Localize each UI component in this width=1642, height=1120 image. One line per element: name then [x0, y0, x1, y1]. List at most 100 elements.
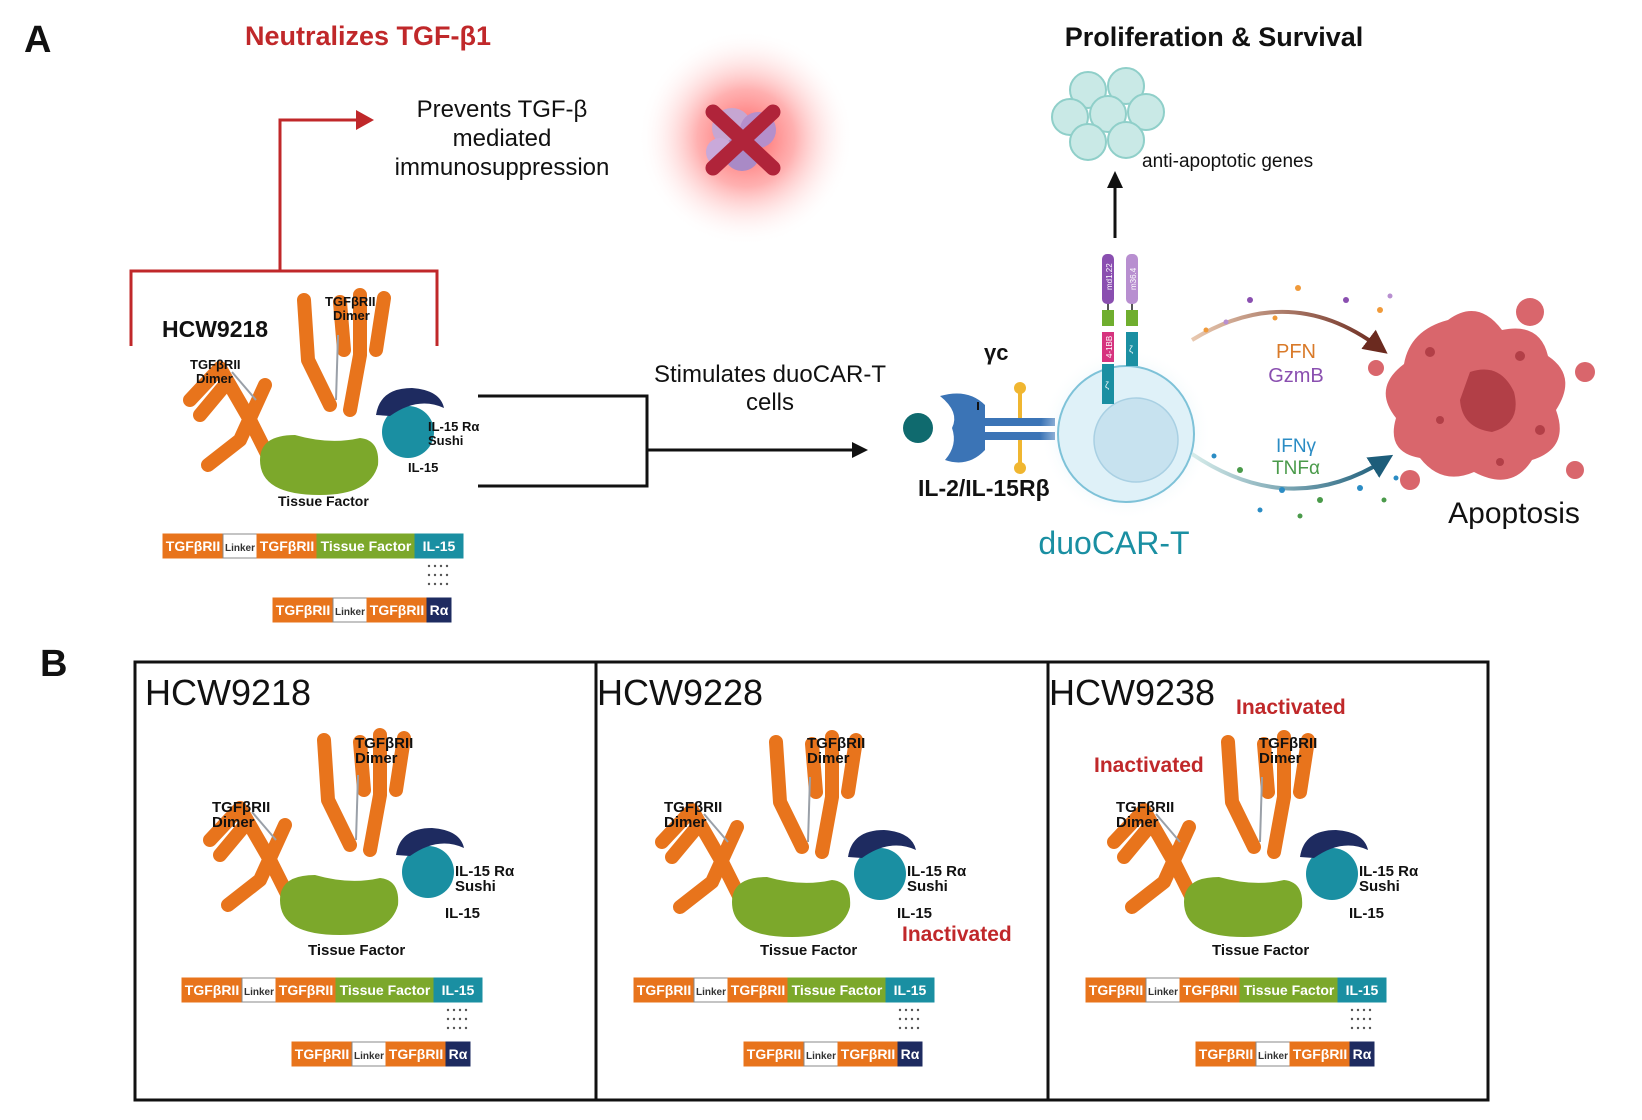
bond-dot: [1356, 1026, 1360, 1030]
chain1-label: Tissue Factor: [340, 982, 431, 998]
chain1-label: TGFβRII: [185, 982, 239, 998]
prevents-line-3: immunosuppression: [395, 154, 610, 181]
bond-dot: [446, 1017, 450, 1021]
chain1-label: Linker: [225, 543, 255, 554]
chain2-segment: [1255, 1041, 1291, 1067]
bond-dot: [433, 573, 437, 577]
bracket-line: [129, 269, 439, 346]
bond-dot: [916, 1008, 920, 1012]
car-zeta-2: ζ: [1129, 344, 1133, 354]
bond-dot: [433, 564, 437, 568]
box-title: HCW9238: [1049, 672, 1215, 713]
chain2-label: Linker: [335, 607, 365, 618]
chain1-label: Tissue Factor: [1244, 982, 1335, 998]
bond-dot: [904, 1026, 908, 1030]
bond-dot: [433, 582, 437, 586]
panel-b-frame: [133, 660, 1490, 1102]
bond-dot: [452, 1026, 456, 1030]
molecule-label: IL-15: [1349, 905, 1384, 922]
ifng-label: IFNγ: [1276, 436, 1317, 457]
bond-dot: [464, 1026, 468, 1030]
chain2-segment: [1289, 1041, 1351, 1067]
chain1-segment: [414, 533, 464, 559]
il2-receptor-label: IL-2/IL-15Rβ: [918, 475, 1050, 501]
chain1-label: TGFβRII: [279, 982, 333, 998]
chain2-segment: [1349, 1041, 1375, 1067]
tnfa-label: TNFα: [1272, 458, 1320, 479]
chain1-label: IL-15: [1346, 982, 1379, 998]
inhibited-tgfb-icon: [638, 30, 854, 246]
bond-dot: [427, 564, 431, 568]
cytotoxic-arrow-top: [1190, 309, 1388, 354]
chain1-label: TGFβRII: [731, 982, 785, 998]
chain2-label: TGFβRII: [747, 1046, 801, 1062]
molecule-label: IL-15: [897, 905, 932, 922]
chain2-label: Rα: [1353, 1046, 1372, 1062]
chain2-label: TGFβRII: [1293, 1046, 1347, 1062]
chain1-segment: [885, 977, 935, 1003]
molecule-diagram: [662, 737, 916, 937]
chain1-label: TGFβRII: [637, 982, 691, 998]
chain1-label: IL-15: [894, 982, 927, 998]
bond-dot: [898, 1017, 902, 1021]
chain2-label: Rα: [430, 602, 449, 618]
bond-dot: [427, 582, 431, 586]
chain1-segment: [693, 977, 729, 1003]
inactivated-label: Inactivated: [1094, 754, 1204, 777]
chain2-segment: [1195, 1041, 1257, 1067]
bond-dot: [1368, 1017, 1372, 1021]
chain1-label: Linker: [244, 987, 274, 998]
chain1-segment: [1085, 977, 1147, 1003]
inactivated-label: Inactivated: [1236, 696, 1346, 719]
gamma-c-label: γc: [984, 340, 1008, 365]
anti-apoptotic-label: anti-apoptotic genes: [1142, 151, 1313, 172]
box-title: HCW9228: [597, 672, 763, 713]
chain2-segment: [272, 597, 334, 623]
chain2-segment: [837, 1041, 899, 1067]
chain1-segment: [433, 977, 483, 1003]
cytokine-arrow-bottom: [1190, 452, 1394, 491]
bond-dot: [1350, 1026, 1354, 1030]
bond-dot: [1362, 1008, 1366, 1012]
apoptotic-cell-icon: [1368, 298, 1595, 490]
bond-dot: [439, 582, 443, 586]
bond-dot: [427, 573, 431, 577]
chain2-label: Rα: [901, 1046, 920, 1062]
chain2-label: TGFβRII: [276, 602, 330, 618]
chain2-label: Rα: [449, 1046, 468, 1062]
molecule-diagram: [210, 735, 464, 935]
pfn-label: PFN: [1276, 341, 1316, 363]
chain1-segment: [1145, 977, 1181, 1003]
chain1-segment: [275, 977, 337, 1003]
bond-dot: [445, 573, 449, 577]
chain1-segment: [633, 977, 695, 1003]
bond-dot: [910, 1008, 914, 1012]
chain1-label: TGFβRII: [1183, 982, 1237, 998]
bond-dot: [445, 582, 449, 586]
chain2-label: Linker: [1258, 1051, 1288, 1062]
chain1-label: Tissue Factor: [792, 982, 883, 998]
gzmb-label: GzmB: [1268, 365, 1324, 387]
chain2-label: Linker: [354, 1051, 384, 1062]
chain1-segment: [316, 533, 416, 559]
apoptosis-label: Apoptosis: [1448, 497, 1580, 530]
chain1-segment: [1179, 977, 1241, 1003]
cell-cluster-icon: [1051, 67, 1165, 161]
chain2-label: TGFβRII: [1199, 1046, 1253, 1062]
bond-dot: [916, 1017, 920, 1021]
chain2-label: TGFβRII: [295, 1046, 349, 1062]
chain2-label: TGFβRII: [370, 602, 424, 618]
mol-a-il15: IL-15: [408, 460, 438, 475]
bond-dot: [1368, 1008, 1372, 1012]
panel-b-letter: B: [40, 643, 67, 685]
neutralizes-title: Neutralizes TGF-β1: [245, 21, 491, 51]
chain2-segment: [743, 1041, 805, 1067]
